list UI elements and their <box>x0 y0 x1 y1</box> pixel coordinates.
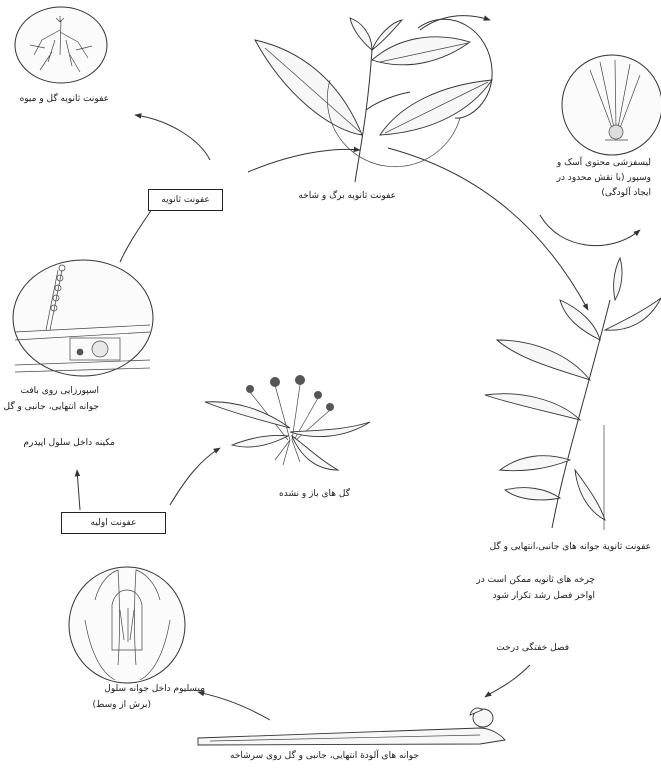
opened-flowers-illustration <box>205 375 370 470</box>
secondary-infection-box: عفونت ثانویه <box>148 189 223 211</box>
sporulation-microscope-illustration <box>13 260 153 376</box>
label-flowers-unopened: گل های باز و نشده <box>279 488 350 501</box>
ascus-microscope-illustration <box>562 55 661 155</box>
label-sporulation-2: جوانه انتهایی، جانبی و گل <box>4 401 99 414</box>
label-cycles-2: اواخر فصل رشد تکرار شود <box>493 590 595 603</box>
dormant-twig-illustration <box>198 708 505 745</box>
label-ascus-2: وسپور (با نقش محدود در <box>557 172 651 185</box>
label-epidermis: مکینه داخل سلول اپیدرم <box>23 437 115 450</box>
label-sporulation-1: اسپورزایی روی بافت <box>21 385 99 398</box>
label-mycelium-bud-2: (برش از وسط) <box>93 699 151 712</box>
label-leaf-branch: عفونت ثانویه برگ و شاخه <box>298 190 396 203</box>
label-mycelium-bud-1: میسلیوم داخل جوانه سلول <box>104 683 205 696</box>
label-ascus-1: لیسفزشی محتوی آسک و <box>557 157 651 170</box>
label-ascus-3: ایجاد آلودگی) <box>601 187 651 200</box>
primary-infection-box: عفونت اولیه <box>61 512 166 534</box>
label-dormant: فصل خفتگی درخت <box>496 642 569 655</box>
label-flower-fruit: عفونت ثانویه گل و میوه <box>20 93 109 106</box>
infected-shoot-illustration <box>485 258 661 530</box>
label-cycles-1: چرخه های ثانویه ممکن است در <box>476 574 595 587</box>
label-infected-buds: جوانه های آلودة انتهایی، جانبی و گل روی … <box>230 750 419 763</box>
label-buds-secondary: عفونت ثانویة جوانه های جانبی،انتهایی و گ… <box>490 541 651 554</box>
flower-fruit-infection-illustration <box>15 7 107 83</box>
bud-section-illustration <box>69 567 185 683</box>
